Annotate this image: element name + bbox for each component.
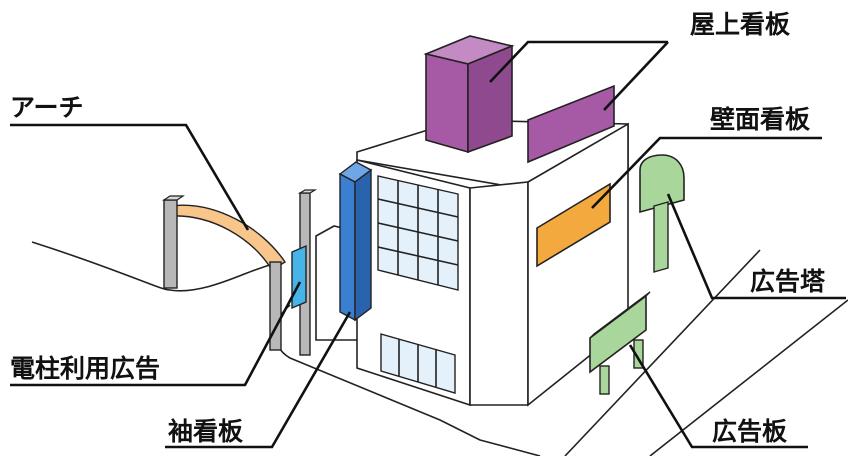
label-tower: 広告塔 bbox=[750, 267, 826, 296]
lower-windows bbox=[380, 333, 456, 394]
billboard bbox=[589, 291, 651, 395]
utility-pole bbox=[291, 189, 318, 356]
leader-lines bbox=[10, 40, 846, 449]
projecting-sign bbox=[338, 161, 373, 322]
arch-sign bbox=[162, 195, 286, 351]
label-wall-sign: 壁面看板 bbox=[710, 105, 810, 134]
advertising-tower bbox=[639, 154, 685, 273]
label-rooftop: 屋上看板 bbox=[690, 10, 790, 39]
label-arch: アーチ bbox=[10, 93, 84, 122]
upper-windows bbox=[377, 175, 459, 291]
wall-sign bbox=[536, 182, 611, 268]
rooftop-box-sign bbox=[423, 35, 515, 154]
label-projecting-sign: 袖看板 bbox=[168, 417, 243, 446]
building bbox=[315, 119, 629, 407]
label-billboard: 広告板 bbox=[712, 417, 787, 446]
label-pole-ad: 電柱利用広告 bbox=[10, 354, 160, 383]
rooftop-panel-sign bbox=[527, 84, 615, 164]
